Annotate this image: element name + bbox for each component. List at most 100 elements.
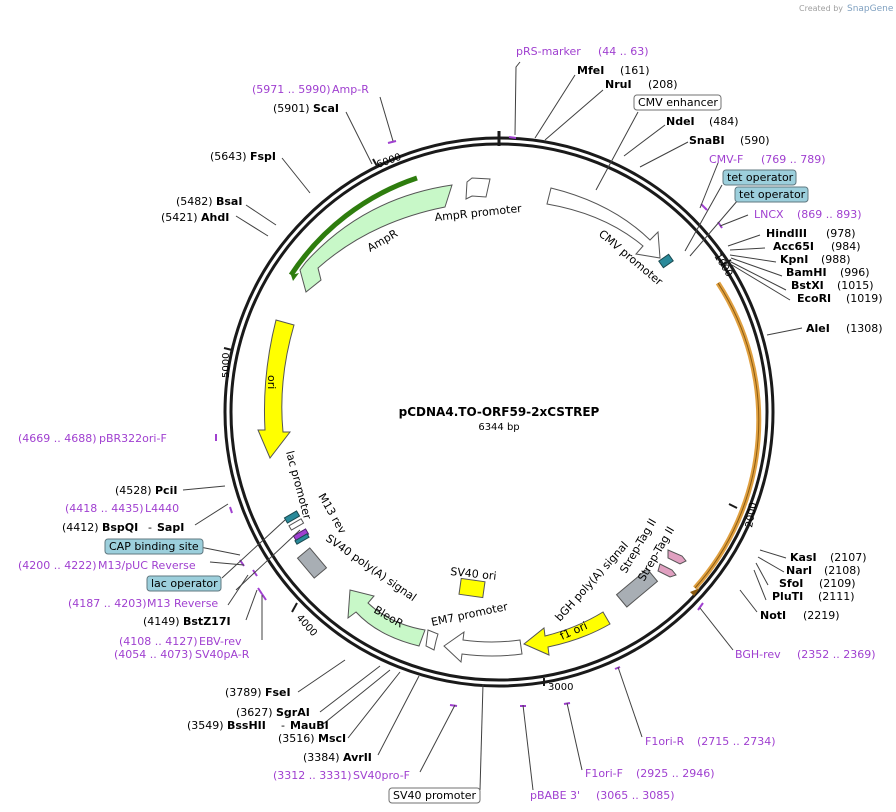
primer-lncx-name: LNCX <box>754 208 784 221</box>
tick-label-3000: 3000 <box>548 682 573 693</box>
site-acc65i-name: Acc65I <box>773 240 814 253</box>
em7-small-arrow <box>425 629 439 651</box>
primer-cmv-f-range: (769 .. 789) <box>761 153 826 166</box>
ori-label: ori <box>265 375 278 389</box>
primer-f1ori-f-range: (2925 .. 2946) <box>636 767 715 780</box>
plasmid-name: pCDNA4.TO-ORF59-2xCSTREP <box>399 405 600 419</box>
site-ndei-name: NdeI <box>666 115 695 128</box>
primer-ebv-rev-name: EBV-rev <box>199 635 242 648</box>
amp-r-highlight-head <box>291 273 299 281</box>
site-bsai-pos: (5482) <box>176 195 213 208</box>
site-fsei-pos: (3789) <box>225 686 262 699</box>
lac-operator-box <box>146 575 222 592</box>
primer-pbabe3-name: pBABE 3' <box>530 789 580 802</box>
site-bspqi-pos: (4412) <box>62 521 99 534</box>
cap-block <box>294 533 310 545</box>
sv40-polya-block <box>296 547 328 579</box>
primer-f1ori-f-name: F1ori-F <box>585 767 623 780</box>
site-noti-name: NotI <box>760 609 786 622</box>
tet-operator-label-2: tet operator <box>739 188 806 201</box>
site-avrii-pos: (3384) <box>303 751 340 764</box>
site-sfoi-name: SfoI <box>779 577 803 590</box>
cmv-enhancer-box <box>633 94 722 111</box>
orf-highlight-head <box>690 588 700 596</box>
amp-r-highlight-arc <box>288 175 418 277</box>
site-ecori-pos: (1019) <box>846 292 883 305</box>
site-msci-name: MscI <box>318 732 346 745</box>
site-maubi-dash: - <box>281 719 285 732</box>
primer-pbabe3-range: (3065 .. 3085) <box>596 789 675 802</box>
site-kpni-name: KpnI <box>780 253 808 266</box>
site-fspi-pos: (5643) <box>210 150 247 163</box>
credit-brand: SnapGene <box>847 4 894 14</box>
site-bspqi-name: BspQI <box>102 521 138 534</box>
em7-promoter-label: EM7 promoter <box>430 600 509 629</box>
tet-operator-box-1 <box>722 169 797 186</box>
lac-promoter-label: lac promoter <box>283 449 314 521</box>
site-bamhi-name: BamHI <box>786 266 827 279</box>
site-ahdi-pos: (5421) <box>161 211 198 224</box>
site-bamhi-pos: (996) <box>840 266 870 279</box>
primer-f1ori-r-range: (2715 .. 2734) <box>697 735 776 748</box>
site-scai-name: ScaI <box>313 102 339 115</box>
tet-operator-block <box>658 253 674 269</box>
site-nrui-pos: (208) <box>648 78 678 91</box>
primer-pbr322ori-f-name: pBR322ori-F <box>99 432 167 445</box>
site-ndei-pos: (484) <box>709 115 739 128</box>
primer-sv40pa-r-name: SV40pA-R <box>195 648 250 661</box>
orf-highlight-inner <box>694 282 760 589</box>
primer-amp-r-range: (5971 .. 5990) <box>252 83 331 96</box>
site-sfoi-pos: (2109) <box>819 577 856 590</box>
site-nari-name: NarI <box>786 564 812 577</box>
site-kpni-pos: (988) <box>821 253 851 266</box>
site-kasi-name: KasI <box>790 551 817 564</box>
site-bstxi-pos: (1015) <box>837 279 874 292</box>
restriction-sites-left: (5901) ScaI (5643) FspI (5482) BsaI (542… <box>62 102 372 764</box>
primer-ebv-rev-range: (4108 .. 4127) <box>119 635 198 648</box>
sv40-ori-block <box>458 577 486 599</box>
amp-r-promoter-label: AmpR promoter <box>434 202 523 224</box>
site-fsei-name: FseI <box>265 686 291 699</box>
cmv-enhancer-label: CMV enhancer <box>638 96 718 109</box>
leader-lines <box>182 61 803 791</box>
site-alei-pos: (1308) <box>846 322 883 335</box>
cap-binding-site-box <box>104 538 204 555</box>
restriction-sites: MfeI (161) NruI (208) NdeI (484) SnaBI (… <box>577 64 883 622</box>
sv40-ori-label: SV40 ori <box>450 565 497 583</box>
site-hindiii-pos: (978) <box>826 227 856 240</box>
primer-pbr322ori-f-range: (4669 .. 4688) <box>18 432 97 445</box>
strep-tag-ii-arrow-2 <box>657 563 677 578</box>
site-bsai-name: BsaI <box>216 195 242 208</box>
site-hindiii-name: HindIII <box>766 227 807 240</box>
site-bstz17i-name: BstZ17I <box>183 615 231 628</box>
primer-m13-reverse-range: (4187 .. 4203) <box>68 597 147 610</box>
sv40-promoter-box <box>388 787 481 804</box>
cmv-promoter-arrow <box>546 187 661 259</box>
site-maubi-name: MauBI <box>290 719 329 732</box>
feature-boxes: CMV enhancer tet operator tet operator C… <box>104 94 809 804</box>
site-sgrai-pos: (3627) <box>236 706 273 719</box>
tet-operator-label-1: tet operator <box>727 171 794 184</box>
site-ecori-name: EcoRI <box>797 292 831 305</box>
primer-sv40pro-f-name: SV40pro-F <box>353 769 410 782</box>
site-bstxi-name: BstXI <box>791 279 824 292</box>
primer-f1ori-r-name: F1ori-R <box>645 735 685 748</box>
tick-label-2000: 2000 <box>744 502 759 529</box>
tick-4000 <box>291 602 298 613</box>
site-pluti-pos: (2111) <box>818 590 855 603</box>
f1-ori-arrow <box>523 611 611 656</box>
amp-r-promoter-arrow <box>465 177 491 200</box>
site-bstz17i-pos: (4149) <box>143 615 180 628</box>
amp-r-arrow <box>299 184 453 293</box>
site-snabi-name: SnaBI <box>689 134 725 147</box>
tick-label-5000: 5000 <box>221 353 232 378</box>
primer-m13-reverse-name: M13 Reverse <box>147 597 218 610</box>
strep-tag-ii-arrow-1 <box>667 549 687 565</box>
tet-operator-box-2 <box>734 186 809 203</box>
primer-bgh-rev-name: BGH-rev <box>735 648 781 661</box>
site-sgrai-name: SgrAI <box>276 706 310 719</box>
tick-1000 <box>720 259 732 267</box>
site-sapi-name: SapI <box>157 521 184 534</box>
site-snabi-pos: (590) <box>740 134 770 147</box>
